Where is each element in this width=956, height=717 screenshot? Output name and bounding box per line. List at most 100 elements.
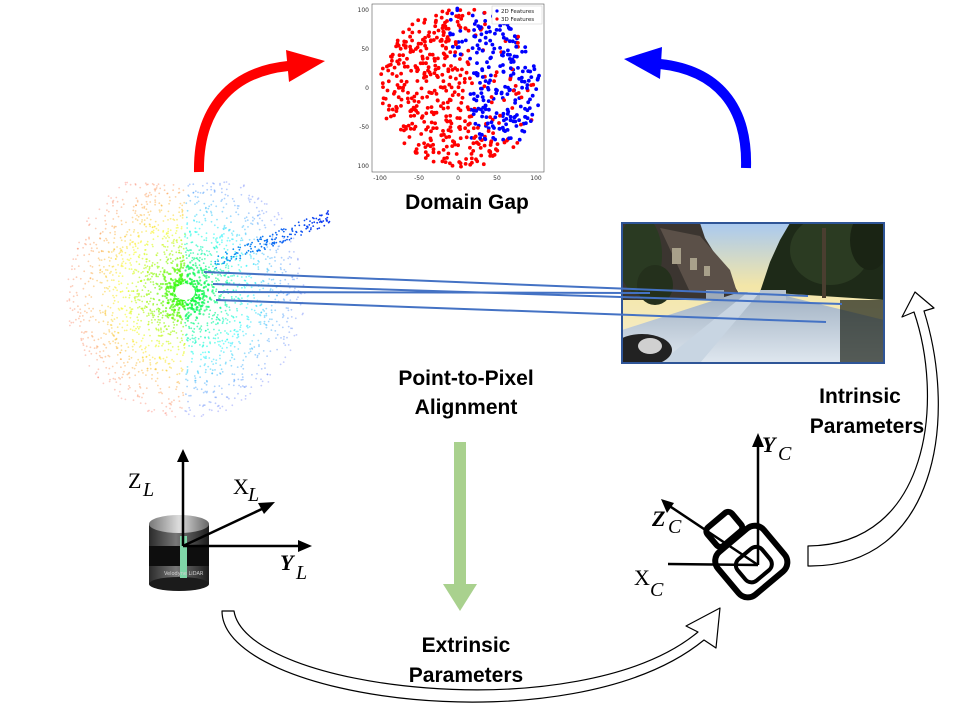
tsne-point (441, 138, 446, 143)
lidar-point (147, 314, 150, 316)
lidar-point (277, 245, 280, 248)
tsne-point (401, 53, 405, 58)
lidar-point (217, 404, 220, 407)
lidar-point (213, 189, 216, 192)
lidar-point (145, 293, 148, 295)
lidar-point (237, 246, 240, 249)
lidar-point (273, 223, 276, 226)
lidar-point (214, 337, 217, 340)
lidar-point (238, 234, 241, 237)
lidar-point (232, 316, 235, 319)
tsne-point (410, 121, 415, 126)
lidar-point (103, 266, 105, 268)
tsne-point (425, 153, 430, 158)
lidar-point (134, 390, 137, 392)
lidar-point (128, 296, 131, 299)
lidar-point (127, 388, 130, 390)
lidar-point (244, 233, 247, 236)
lidar-point (136, 322, 138, 325)
lidar-point (213, 182, 215, 185)
lidar-point (225, 409, 228, 412)
lidar-point (140, 203, 143, 206)
lidar-point (113, 330, 116, 333)
lidar-point (212, 320, 215, 323)
lidar-point (159, 259, 162, 261)
tsne-point (501, 111, 506, 116)
lidar-point (158, 356, 161, 359)
correspondence-line-3 (217, 291, 651, 294)
lidar-brand-text: Velodyne LiDAR (164, 571, 204, 577)
lidar-point (134, 183, 137, 186)
lidar-point (115, 212, 118, 215)
tsne-point (450, 93, 455, 98)
tsne-point (466, 107, 471, 112)
lidar-point (183, 201, 186, 204)
lidar-point (224, 362, 227, 365)
lidar-point (279, 267, 282, 269)
lidar-point (176, 353, 179, 356)
lidar-point (68, 299, 71, 302)
lidar-point (280, 256, 283, 259)
lidar-point (274, 238, 276, 241)
lidar-point (195, 244, 198, 247)
lidar-point (284, 270, 287, 273)
lidar-point (137, 319, 140, 322)
lidar-point (174, 285, 177, 288)
lidar-point (190, 249, 193, 252)
lidar-point (214, 268, 216, 270)
tsne-point (450, 163, 455, 168)
lidar-point (193, 219, 195, 222)
lidar-point (137, 270, 140, 273)
tsne-point (530, 93, 535, 98)
lidar-point (255, 305, 258, 308)
lidar-point (189, 338, 192, 341)
lidar-point (100, 281, 103, 284)
tsne-point (483, 22, 487, 27)
lidar-point (212, 292, 215, 295)
lidar-point (146, 258, 148, 261)
lidar-point (228, 229, 231, 231)
tsne-point (398, 46, 403, 51)
lidar-point (169, 342, 172, 345)
lidar-point (100, 259, 103, 261)
lidar-point (204, 371, 207, 374)
lidar-point (241, 297, 243, 300)
lidar-point (81, 315, 84, 317)
tsne-point (494, 70, 499, 75)
tsne-point (422, 72, 427, 77)
lidar-point (104, 310, 107, 313)
lidar-point (264, 258, 267, 260)
lidar-point (124, 313, 127, 316)
lidar-point (179, 299, 182, 302)
lidar-point (201, 292, 204, 295)
lidar-point (282, 338, 285, 340)
lidar-point (222, 269, 225, 272)
lidar-point (150, 410, 153, 413)
tsne-point (380, 101, 385, 106)
lidar-point (227, 259, 229, 262)
lidar-point (286, 293, 289, 295)
lidar-point (178, 191, 181, 194)
lidar-point (214, 341, 216, 344)
lidar-point (113, 248, 116, 251)
lidar-point (184, 251, 187, 254)
lidar-point (171, 358, 174, 361)
lidar-point (167, 325, 170, 328)
tsne-point (387, 63, 391, 68)
lidar-point (226, 396, 229, 399)
lidar-point (171, 234, 174, 237)
lidar-point (143, 334, 146, 337)
lidar-point (151, 356, 154, 359)
lidar-point (216, 246, 219, 249)
lidar-point (245, 333, 247, 335)
lidar-point (115, 345, 118, 348)
lidar-point (274, 330, 277, 332)
lidar-point (236, 307, 238, 310)
lidar-point (114, 233, 116, 236)
lidar-point (326, 220, 328, 222)
tsne-point (474, 72, 479, 77)
lidar-point (263, 239, 266, 242)
tsne-point (465, 60, 470, 65)
lidar-point (261, 209, 263, 212)
lidar-point (269, 289, 272, 292)
